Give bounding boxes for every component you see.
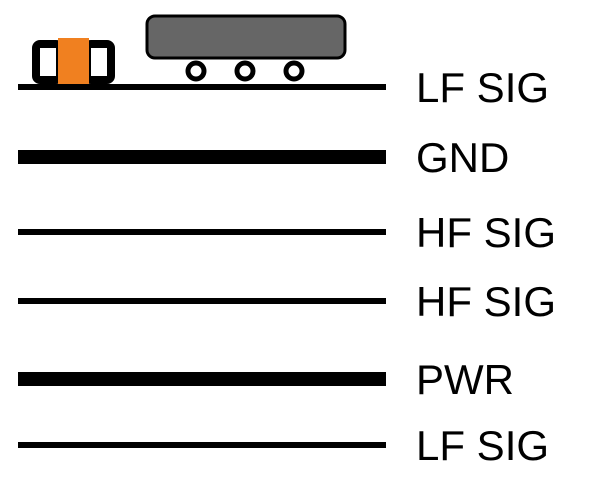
layer-row: GND	[18, 134, 509, 181]
chip-terminal-right	[83, 40, 115, 84]
smd-chip-component	[32, 38, 115, 84]
layer-label: LF SIG	[416, 422, 549, 469]
layer-row: LF SIG	[18, 64, 549, 111]
ic-pin	[185, 60, 207, 82]
layer-row: LF SIG	[18, 422, 549, 469]
ic-body	[145, 14, 347, 60]
chip-terminal-left	[32, 40, 64, 84]
ic-pin	[283, 60, 305, 82]
layer-row: HF SIG	[18, 278, 556, 325]
layer-label: HF SIG	[416, 209, 556, 256]
layer-label: PWR	[416, 356, 514, 403]
layer-row: PWR	[18, 356, 514, 403]
ic-pin	[234, 60, 256, 82]
chip-body	[58, 38, 89, 84]
ic-package-component	[145, 14, 347, 82]
layer-label: GND	[416, 134, 509, 181]
layer-label: HF SIG	[416, 278, 556, 325]
layer-label: LF SIG	[416, 64, 549, 111]
layer-row: HF SIG	[18, 209, 556, 256]
